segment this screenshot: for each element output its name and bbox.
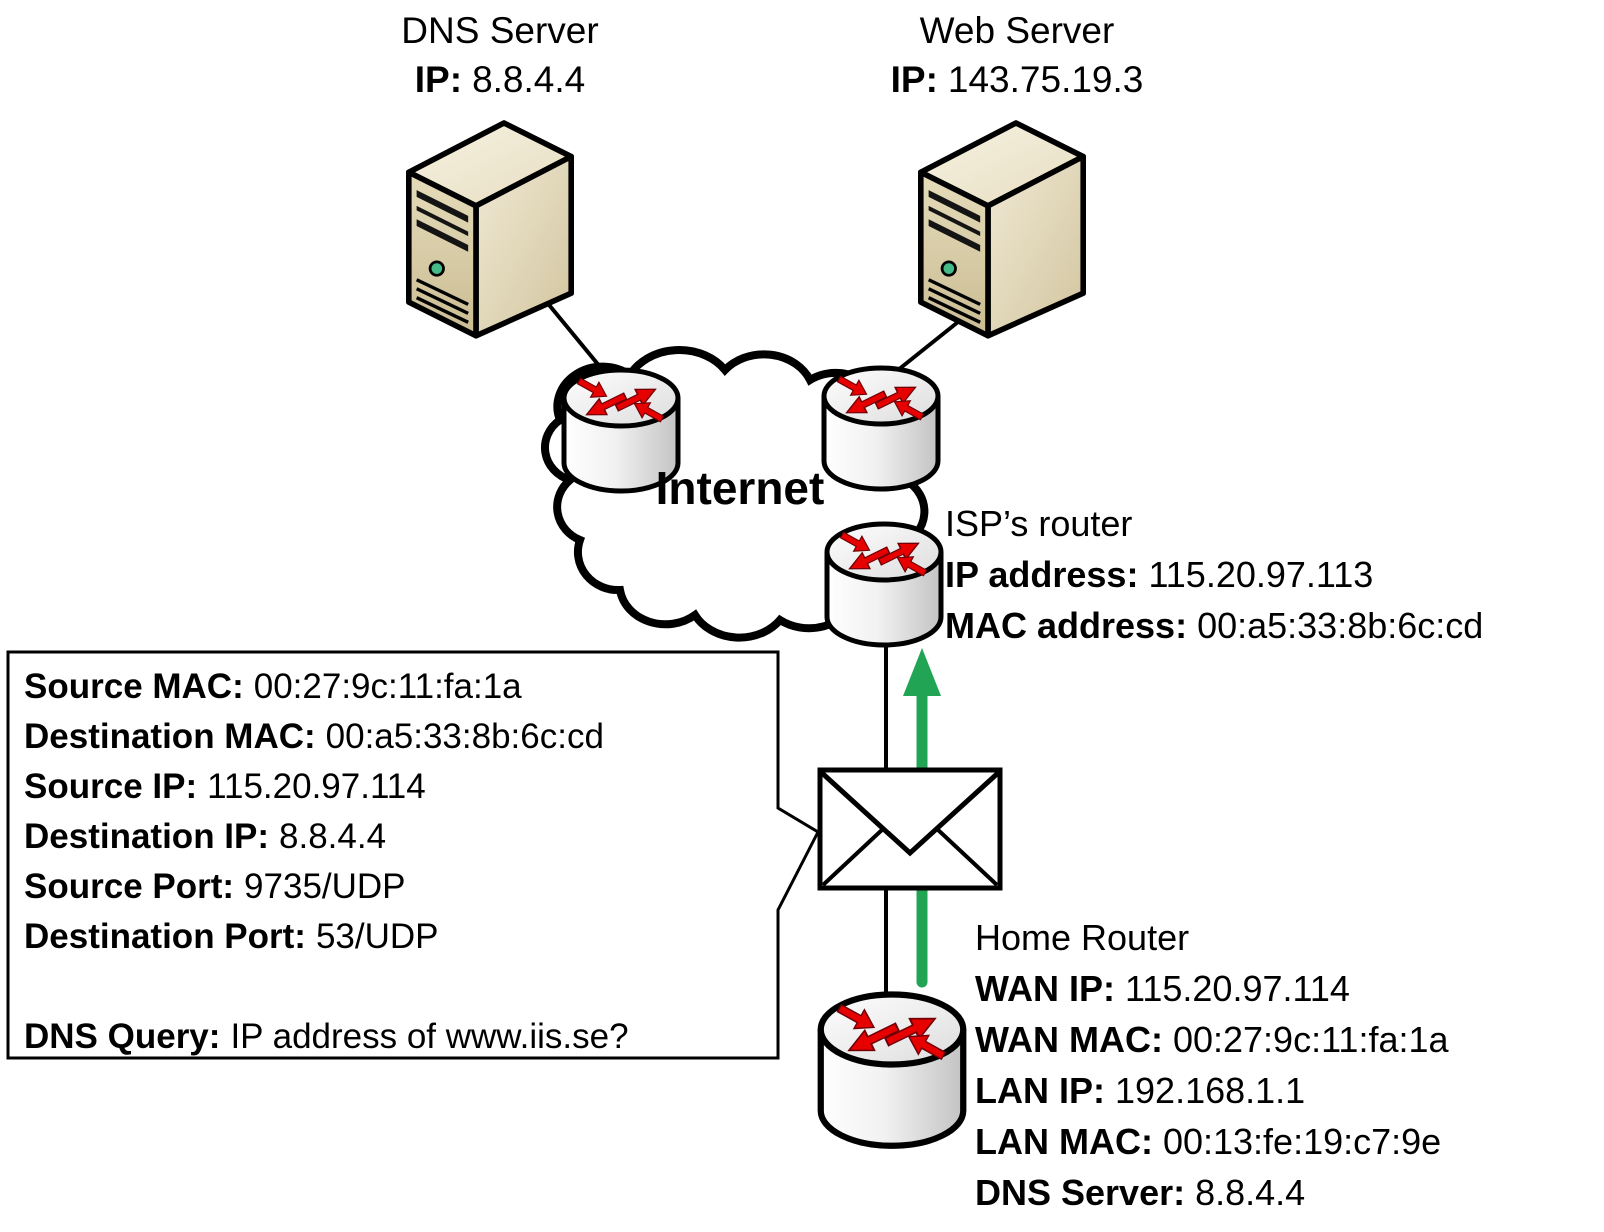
packet-src-mac: Source MAC:00:27:9c:11:fa:1a	[24, 667, 522, 706]
packet-dns-query: DNS Query:IP address of www.iis.se?	[24, 1017, 629, 1056]
isp-router-icon	[827, 524, 941, 645]
web-server-name: Web Server	[919, 10, 1115, 51]
packet-dst-ip: Destination IP:8.8.4.4	[24, 817, 387, 856]
packet-src-port: Source Port:9735/UDP	[24, 867, 406, 906]
home-router-dns: DNS Server:8.8.4.4	[975, 1172, 1306, 1213]
dns-server-ip: IP:8.8.4.4	[414, 59, 586, 100]
home-router-wan-ip: WAN IP:115.20.97.114	[975, 968, 1350, 1009]
link-web-internet	[891, 320, 960, 376]
dns-server-icon	[409, 123, 571, 336]
packet-dst-port: Destination Port:53/UDP	[24, 917, 439, 956]
dns-server-name: DNS Server	[401, 10, 599, 51]
home-router-info: Home Router WAN IP:115.20.97.114 WAN MAC…	[975, 912, 1449, 1218]
internet-label: Internet	[655, 462, 825, 514]
home-router-icon	[821, 995, 964, 1146]
packet-arrow-head-icon	[903, 648, 941, 696]
web-server-ip: IP:143.75.19.3	[890, 59, 1144, 100]
packet-details: Source MAC:00:27:9c:11:fa:1a Destination…	[24, 662, 764, 1062]
isp-router-mac: MAC address:00:a5:33:8b:6c:cd	[945, 605, 1484, 646]
envelope-icon	[817, 767, 1003, 891]
home-router-lan-mac: LAN MAC:00:13:fe:19:c7:9e	[975, 1121, 1442, 1162]
packet-src-ip: Source IP:115.20.97.114	[24, 767, 426, 806]
isp-router-ip: IP address:115.20.97.113	[945, 554, 1374, 595]
home-router-wan-mac: WAN MAC:00:27:9c:11:fa:1a	[975, 1019, 1449, 1060]
web-server-icon	[921, 123, 1083, 336]
isp-router-title: ISP’s router	[945, 503, 1133, 544]
home-router-title: Home Router	[975, 917, 1190, 958]
dns-server-label: DNS Server IP:8.8.4.4	[300, 6, 700, 104]
web-server-label: Web Server IP:143.75.19.3	[817, 6, 1217, 104]
isp-router-info: ISP’s router IP address:115.20.97.113 MA…	[945, 498, 1483, 651]
packet-details-callout	[6, 650, 820, 1060]
packet-dst-mac: Destination MAC:00:a5:33:8b:6c:cd	[24, 717, 604, 756]
home-router-lan-ip: LAN IP:192.168.1.1	[975, 1070, 1306, 1111]
